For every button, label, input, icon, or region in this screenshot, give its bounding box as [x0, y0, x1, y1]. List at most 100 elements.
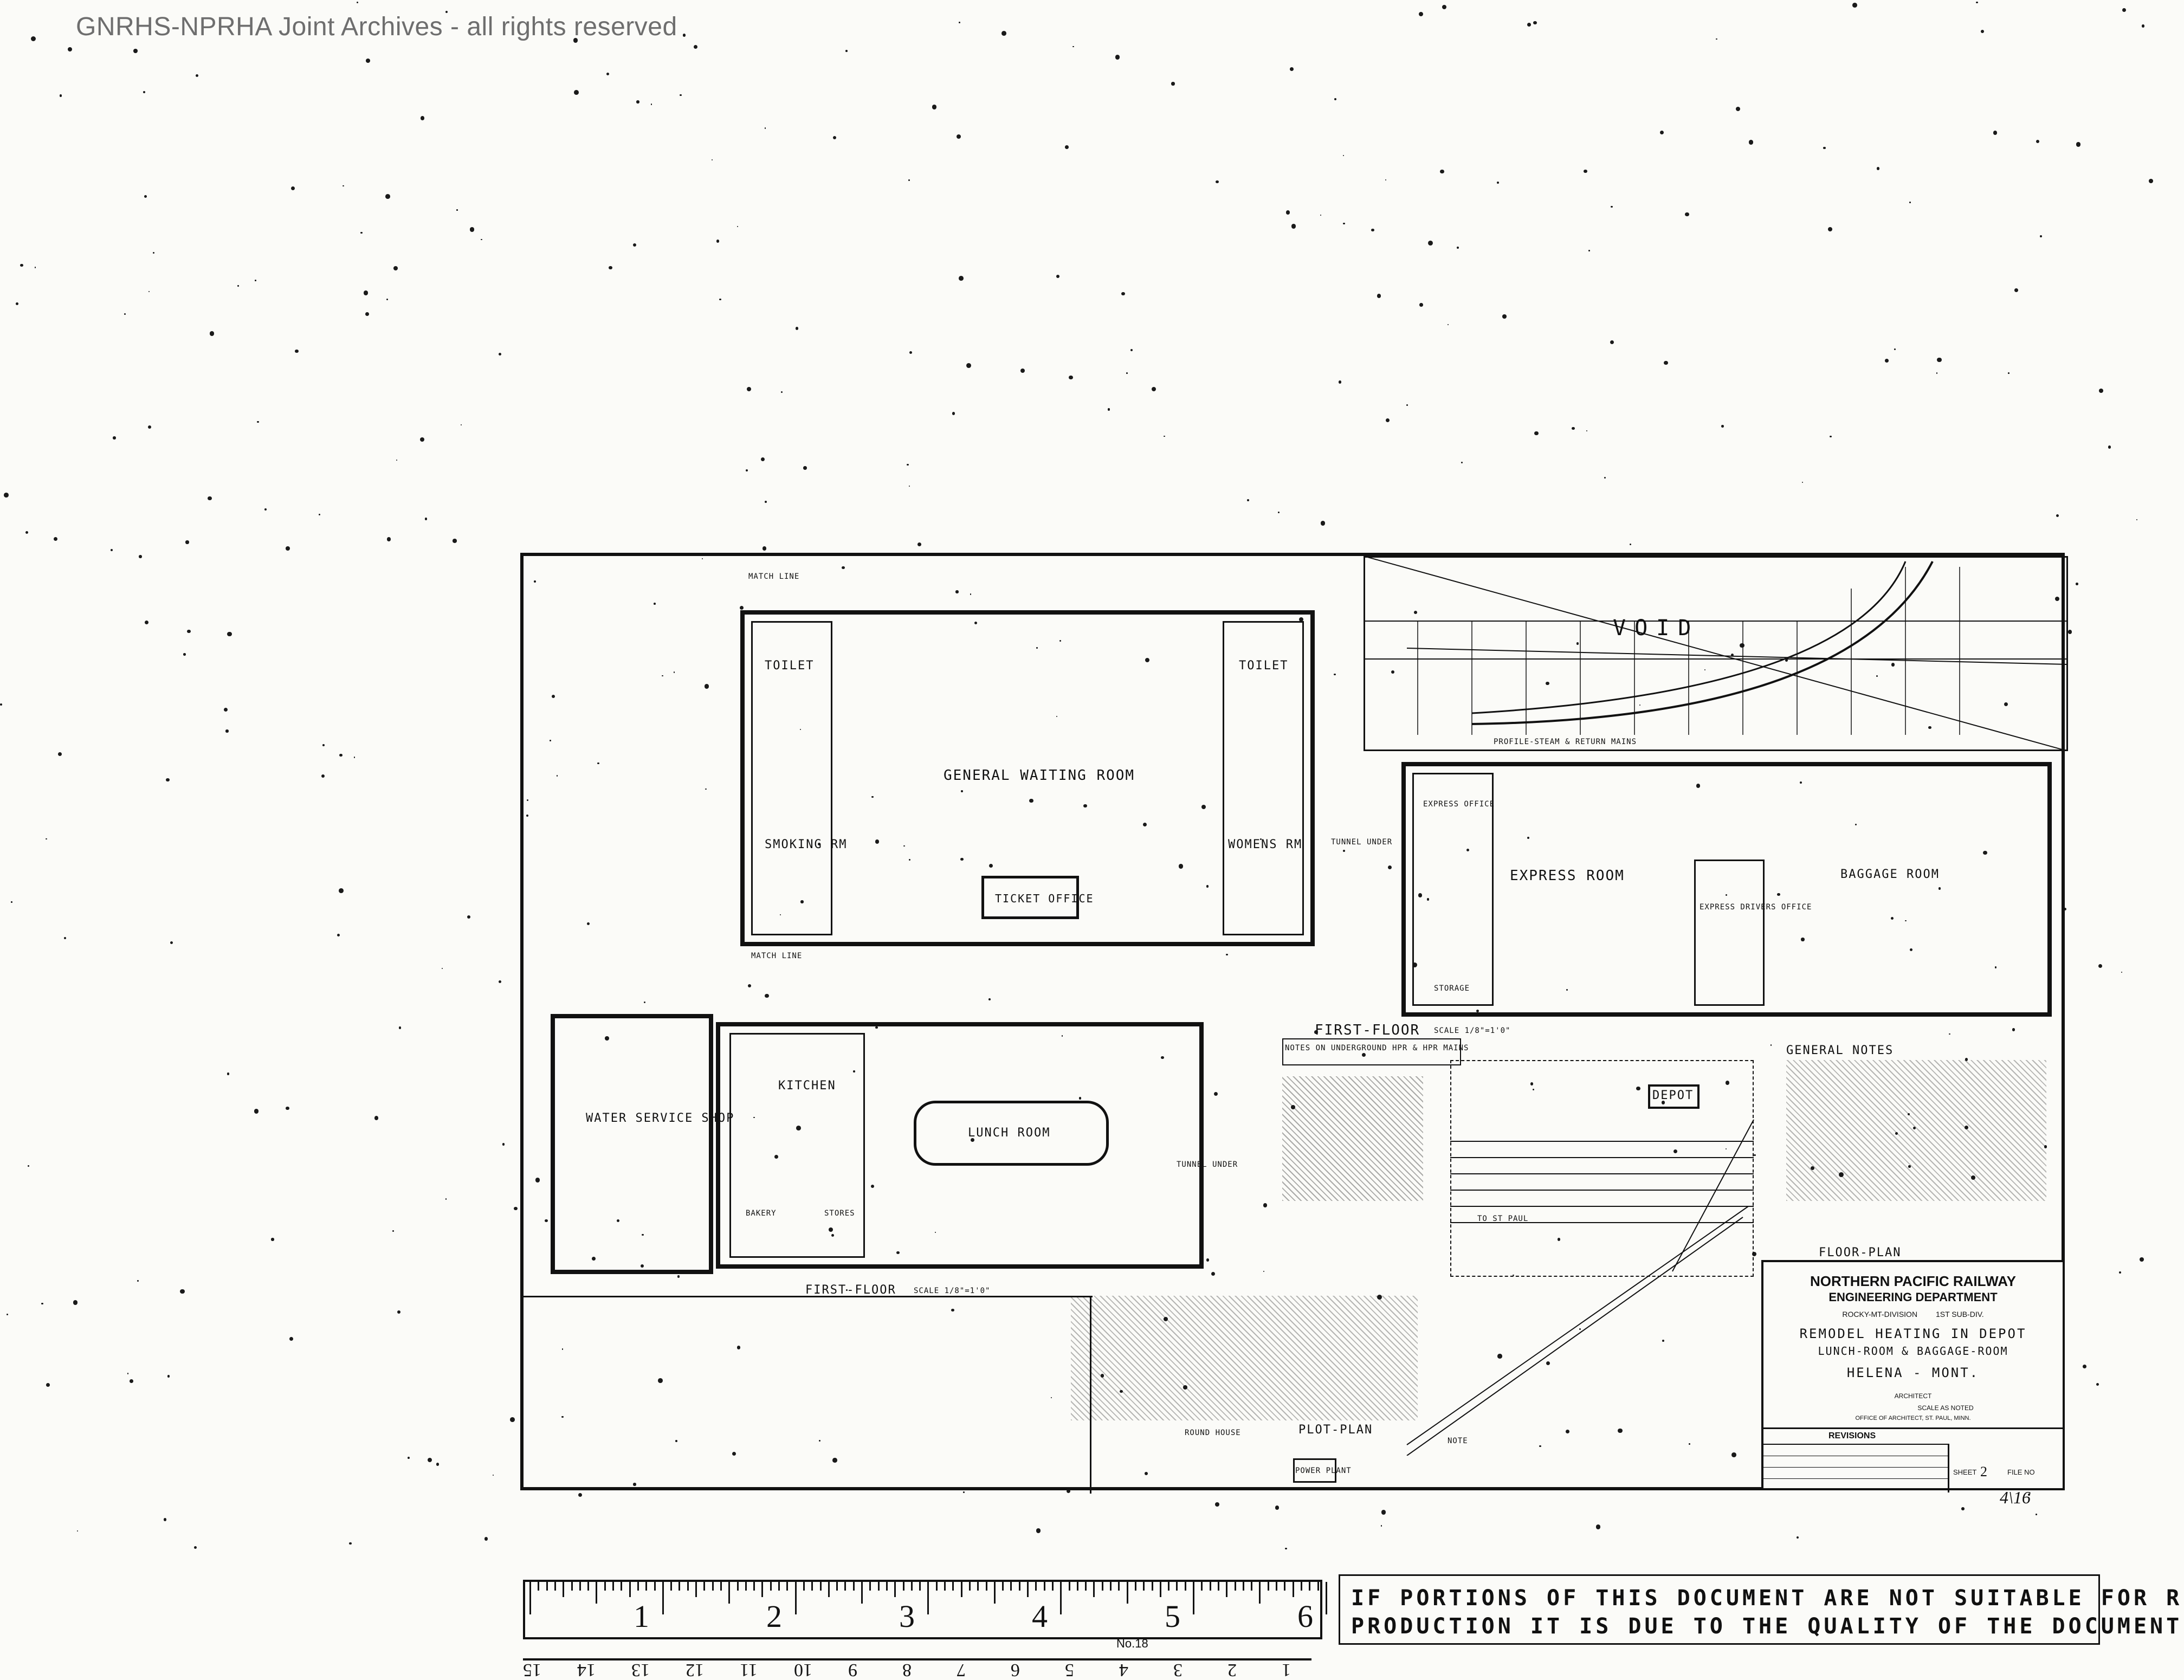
scan-speck	[966, 363, 971, 368]
ruler-label: No.18	[1116, 1637, 1148, 1650]
scan-speck	[800, 728, 802, 731]
ruler-tick	[604, 1582, 606, 1591]
scan-speck	[1163, 1316, 1168, 1322]
revisions-grid	[1763, 1444, 1949, 1492]
scan-speck	[644, 1001, 645, 1004]
kitchen-label: KITCHEN	[778, 1079, 836, 1093]
ruler-tick	[554, 1582, 556, 1591]
scan-speck	[693, 45, 697, 49]
scan-speck	[2014, 288, 2019, 292]
scan-speck	[64, 937, 67, 940]
scan-speck	[527, 799, 529, 802]
scan-speck	[746, 469, 748, 472]
ruler-tick	[1176, 1582, 1178, 1591]
ruler-tick	[886, 1582, 888, 1591]
scan-speck	[988, 863, 993, 868]
ruler-tick	[1110, 1582, 1112, 1591]
ruler-tick	[728, 1582, 731, 1604]
scan-speck	[1839, 1172, 1844, 1177]
ruler-tick	[1217, 1582, 1219, 1591]
department-name: ENGINEERING DEPARTMENT	[1828, 1290, 1998, 1304]
ruler-tick	[1118, 1582, 1120, 1591]
scan-speck	[831, 1234, 834, 1237]
scan-speck	[1289, 67, 1294, 72]
scan-speck	[796, 1126, 801, 1131]
scan-speck	[1151, 387, 1156, 392]
notice-line1: IF PORTIONS OF THIS DOCUMENT ARE NOT SUI…	[1351, 1586, 2184, 1611]
scan-speck	[1206, 885, 1209, 888]
ruler-tick	[1035, 1582, 1037, 1591]
ruler-tick	[1317, 1582, 1319, 1591]
ruler-tick	[745, 1582, 747, 1591]
scan-speck	[1371, 228, 1374, 232]
scan-speck	[704, 684, 709, 689]
cm-number: 8	[902, 1660, 912, 1680]
ruler-tick	[670, 1582, 673, 1591]
cm-number: 10	[794, 1660, 812, 1680]
scan-speck	[2149, 179, 2153, 183]
match-line-bottom: MATCH LINE	[751, 952, 803, 960]
ticket-office-box	[981, 876, 1079, 919]
scan-speck	[832, 1458, 837, 1463]
ruler-number: 3	[899, 1599, 915, 1634]
scan-speck	[2063, 907, 2066, 910]
ruler-tick	[960, 1582, 962, 1597]
scan-speck	[139, 555, 142, 558]
scan-speck	[1072, 46, 1074, 48]
scan-speck	[1976, 1, 1978, 4]
scan-speck	[185, 540, 189, 544]
left-wing-divider	[751, 621, 832, 935]
scan-speck	[365, 58, 370, 63]
floor-plan-caption: FLOOR-PLAN	[1819, 1246, 1902, 1259]
ruler-tick	[944, 1582, 946, 1591]
express-drivers-box	[1694, 860, 1765, 1006]
scan-speck	[1145, 1472, 1148, 1475]
scan-speck	[1466, 848, 1470, 852]
ruler-tick	[1076, 1582, 1078, 1591]
scan-speck	[1456, 246, 1459, 249]
scan-speck	[545, 1219, 548, 1223]
scan-speck	[2054, 597, 2060, 602]
scan-speck	[453, 539, 457, 543]
scan-speck	[970, 593, 972, 595]
scan-speck	[343, 185, 344, 187]
scan-speck	[1980, 30, 1984, 34]
scan-speck	[951, 1308, 954, 1312]
scan-speck	[732, 1452, 736, 1456]
archive-watermark: GNRHS-NPRHA Joint Archives - all rights …	[76, 12, 677, 41]
scan-speck	[425, 518, 428, 520]
ruler-tick	[1151, 1582, 1153, 1591]
scan-speck	[573, 90, 579, 95]
toilet-left-label: TOILET	[765, 659, 815, 673]
plot-plan-tracks	[1406, 1119, 1754, 1456]
scan-speck	[2108, 445, 2111, 449]
scan-speck	[1377, 1294, 1382, 1300]
scan-speck	[461, 424, 462, 426]
scan-speck	[127, 1373, 129, 1374]
ruler-tick	[1309, 1582, 1311, 1591]
scan-speck	[1566, 1429, 1570, 1433]
ruler-tick	[712, 1582, 714, 1591]
first-floor-scale-upper: SCALE 1/8"=1'0"	[1434, 1026, 1511, 1035]
file-label: FILE NO	[2007, 1468, 2035, 1476]
scan-speck	[467, 915, 470, 919]
scan-speck	[1936, 372, 1938, 374]
scan-speck	[1246, 499, 1249, 501]
scan-speck	[1201, 804, 1206, 809]
scan-speck	[1696, 784, 1700, 788]
scan-speck	[534, 580, 536, 583]
scan-speck	[2121, 972, 2122, 973]
scan-speck	[1704, 669, 1705, 671]
scan-speck	[658, 1378, 663, 1383]
scan-speck	[1414, 611, 1418, 615]
scan-speck	[1936, 357, 1942, 363]
ruler-tick	[1201, 1582, 1203, 1591]
scan-speck	[875, 1026, 878, 1029]
scan-speck	[748, 984, 752, 987]
revisions-table	[1763, 1427, 2065, 1494]
scan-speck	[1213, 1091, 1218, 1096]
scan-speck	[871, 796, 874, 798]
cm-number: 1	[1282, 1660, 1291, 1680]
scan-speck	[2044, 1145, 2047, 1148]
ruler-tick	[1226, 1582, 1228, 1597]
